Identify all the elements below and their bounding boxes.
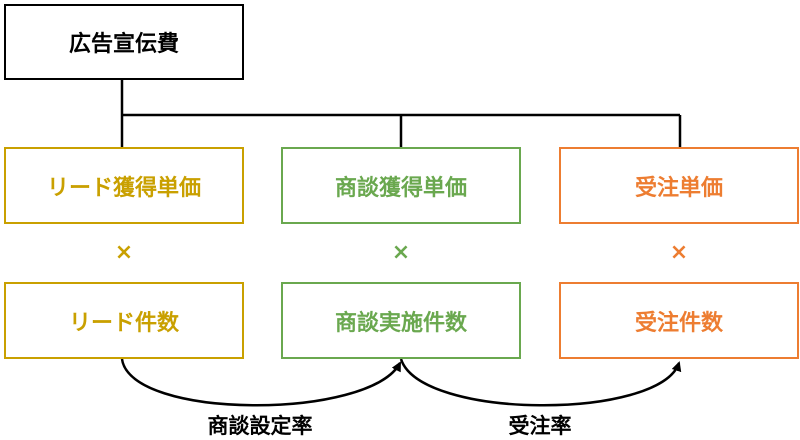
lead-unit-cost-box: リード獲得単価 <box>4 147 244 224</box>
conversion-arrow-1 <box>120 358 402 407</box>
meeting-set-rate-label: 商談設定率 <box>207 414 313 438</box>
meeting-unit-cost-box: 商談獲得単価 <box>281 147 521 224</box>
conversion-arrow-2 <box>399 358 682 407</box>
lead-count-label: リード件数 <box>68 310 179 336</box>
root-label: 広告宣伝費 <box>68 32 179 57</box>
order-unit-cost-box: 受注単価 <box>559 147 799 224</box>
order-count-label: 受注件数 <box>634 310 723 336</box>
multiply-icon-c: × <box>669 240 689 265</box>
meeting-unit-cost-label: 商談獲得単価 <box>334 175 467 201</box>
meeting-count-box: 商談実施件数 <box>281 282 521 359</box>
order-count-box: 受注件数 <box>559 282 799 359</box>
order-rate-label: 受注率 <box>508 414 572 438</box>
meeting-count-label: 商談実施件数 <box>334 310 467 336</box>
multiply-icon-a: × <box>114 240 134 265</box>
multiply-icon-b: × <box>391 240 411 265</box>
lead-count-box: リード件数 <box>4 282 244 359</box>
order-unit-cost-label: 受注単価 <box>634 175 723 201</box>
root-box: 広告宣伝費 <box>4 4 244 80</box>
lead-unit-cost-label: リード獲得単価 <box>46 175 201 201</box>
